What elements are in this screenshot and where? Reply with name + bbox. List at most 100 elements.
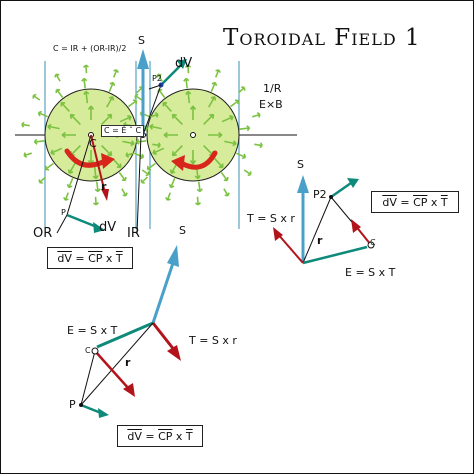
field-arrow — [140, 176, 149, 184]
field-arrow — [185, 90, 192, 104]
diagram-title: Toroidal Field 1 — [223, 25, 421, 51]
t-equation-bottom: T = S x r — [189, 334, 237, 347]
cross-term: x — [102, 251, 116, 265]
c-point-bottom — [91, 347, 99, 355]
field-arrow — [152, 142, 161, 149]
field-arrow — [221, 114, 234, 123]
s-label-right: S — [297, 158, 304, 171]
dv-vector-left — [66, 213, 98, 229]
left-circulation-arrow — [64, 148, 115, 169]
p-label-bottom: P — [69, 398, 76, 411]
e-vector-bottom — [96, 321, 154, 349]
e-equation-bottom: E = S x T — [67, 324, 118, 337]
dv-formula-box-bottom: dV = CP x T — [117, 425, 203, 447]
p-point-bottom — [79, 403, 83, 407]
field-arrow — [189, 150, 197, 165]
field-arrow — [54, 73, 61, 82]
cp-term: CP — [413, 195, 428, 209]
field-arrow — [66, 177, 74, 189]
cp-line-right — [302, 196, 332, 264]
field-arrow — [128, 99, 138, 108]
field-arrow — [162, 101, 172, 112]
chord-line-bottom — [80, 350, 96, 406]
t-term: T — [440, 195, 448, 209]
field-arrow — [106, 95, 115, 108]
field-arrow — [214, 69, 221, 78]
field-arrow — [60, 101, 70, 112]
field-arrow — [87, 105, 95, 120]
field-arrow — [32, 93, 41, 101]
c-label-left: C — [89, 137, 97, 150]
field-arrow — [230, 99, 240, 108]
field-arrow — [44, 162, 54, 171]
field-arrow — [23, 152, 32, 158]
p-label-left: P — [61, 208, 66, 217]
field-arrow — [112, 158, 122, 169]
field-arrow — [108, 81, 116, 93]
field-arrow — [146, 162, 156, 171]
right-center-dot — [190, 132, 196, 138]
field-arrow — [141, 169, 150, 177]
t-term: T — [115, 251, 123, 265]
cp-term: CP — [158, 429, 173, 443]
field-arrow — [82, 64, 89, 74]
cp-line-top — [142, 84, 162, 136]
t-vector-bottom — [151, 322, 177, 352]
field-arrow — [133, 152, 145, 160]
ir-pointer — [136, 134, 142, 234]
field-arrow — [208, 131, 223, 139]
field-arrow — [168, 177, 176, 189]
dv-label-left: dV — [99, 220, 117, 235]
field-arrow — [165, 192, 172, 201]
field-arrow — [203, 113, 215, 125]
torus-cross-section — [15, 49, 297, 234]
dv-term: dV — [382, 195, 397, 209]
field-arrow — [61, 131, 76, 139]
field-arrow — [243, 169, 252, 177]
t-equation-right: T = S x r — [247, 212, 295, 225]
field-arrow — [93, 196, 100, 206]
c-label-right: C — [370, 238, 376, 247]
field-arrow — [163, 131, 178, 139]
s-label-top: S — [138, 34, 145, 47]
right-vector-group — [273, 175, 375, 265]
field-arrow — [83, 90, 90, 104]
field-arrow — [150, 112, 159, 118]
field-arrow — [50, 147, 63, 156]
eq-term: = — [396, 195, 414, 209]
field-arrow — [149, 123, 162, 130]
s-vector-bottom — [151, 262, 175, 324]
field-arrow — [21, 121, 30, 128]
field-arrow — [112, 69, 119, 78]
c-hat-label: C = Ê ˆ C — [101, 125, 145, 137]
field-arrow — [119, 114, 132, 123]
t-vector-right — [276, 232, 304, 264]
p2-point-right — [329, 195, 333, 199]
field-arrow — [235, 152, 247, 160]
r-label-right: r — [317, 234, 323, 247]
field-arrow — [118, 172, 127, 182]
c-formula: C = IR + (OR-IR)/2 — [53, 44, 127, 53]
field-arrow — [237, 86, 246, 94]
eq-term: = — [71, 251, 89, 265]
field-arrow — [156, 73, 163, 82]
r-line-left — [66, 134, 92, 216]
r-label-bottom: r — [125, 356, 131, 369]
dv-term: dV — [57, 251, 72, 265]
bottom-vector-group — [79, 245, 181, 418]
field-arrow — [220, 172, 229, 182]
field-arrow — [210, 81, 218, 93]
field-arrow — [214, 158, 224, 169]
field-arrow — [69, 113, 81, 125]
field-arrow — [171, 145, 183, 157]
field-arrow — [252, 112, 261, 118]
e-vector-right — [302, 245, 368, 265]
r-line-bottom — [80, 322, 154, 406]
p2-label-top: P2 — [152, 74, 162, 83]
ir-label: IR — [127, 226, 140, 241]
field-arrow — [101, 145, 113, 157]
red-vector-bottom — [94, 350, 130, 390]
t-term: T — [185, 429, 193, 443]
field-arrow — [33, 138, 45, 145]
